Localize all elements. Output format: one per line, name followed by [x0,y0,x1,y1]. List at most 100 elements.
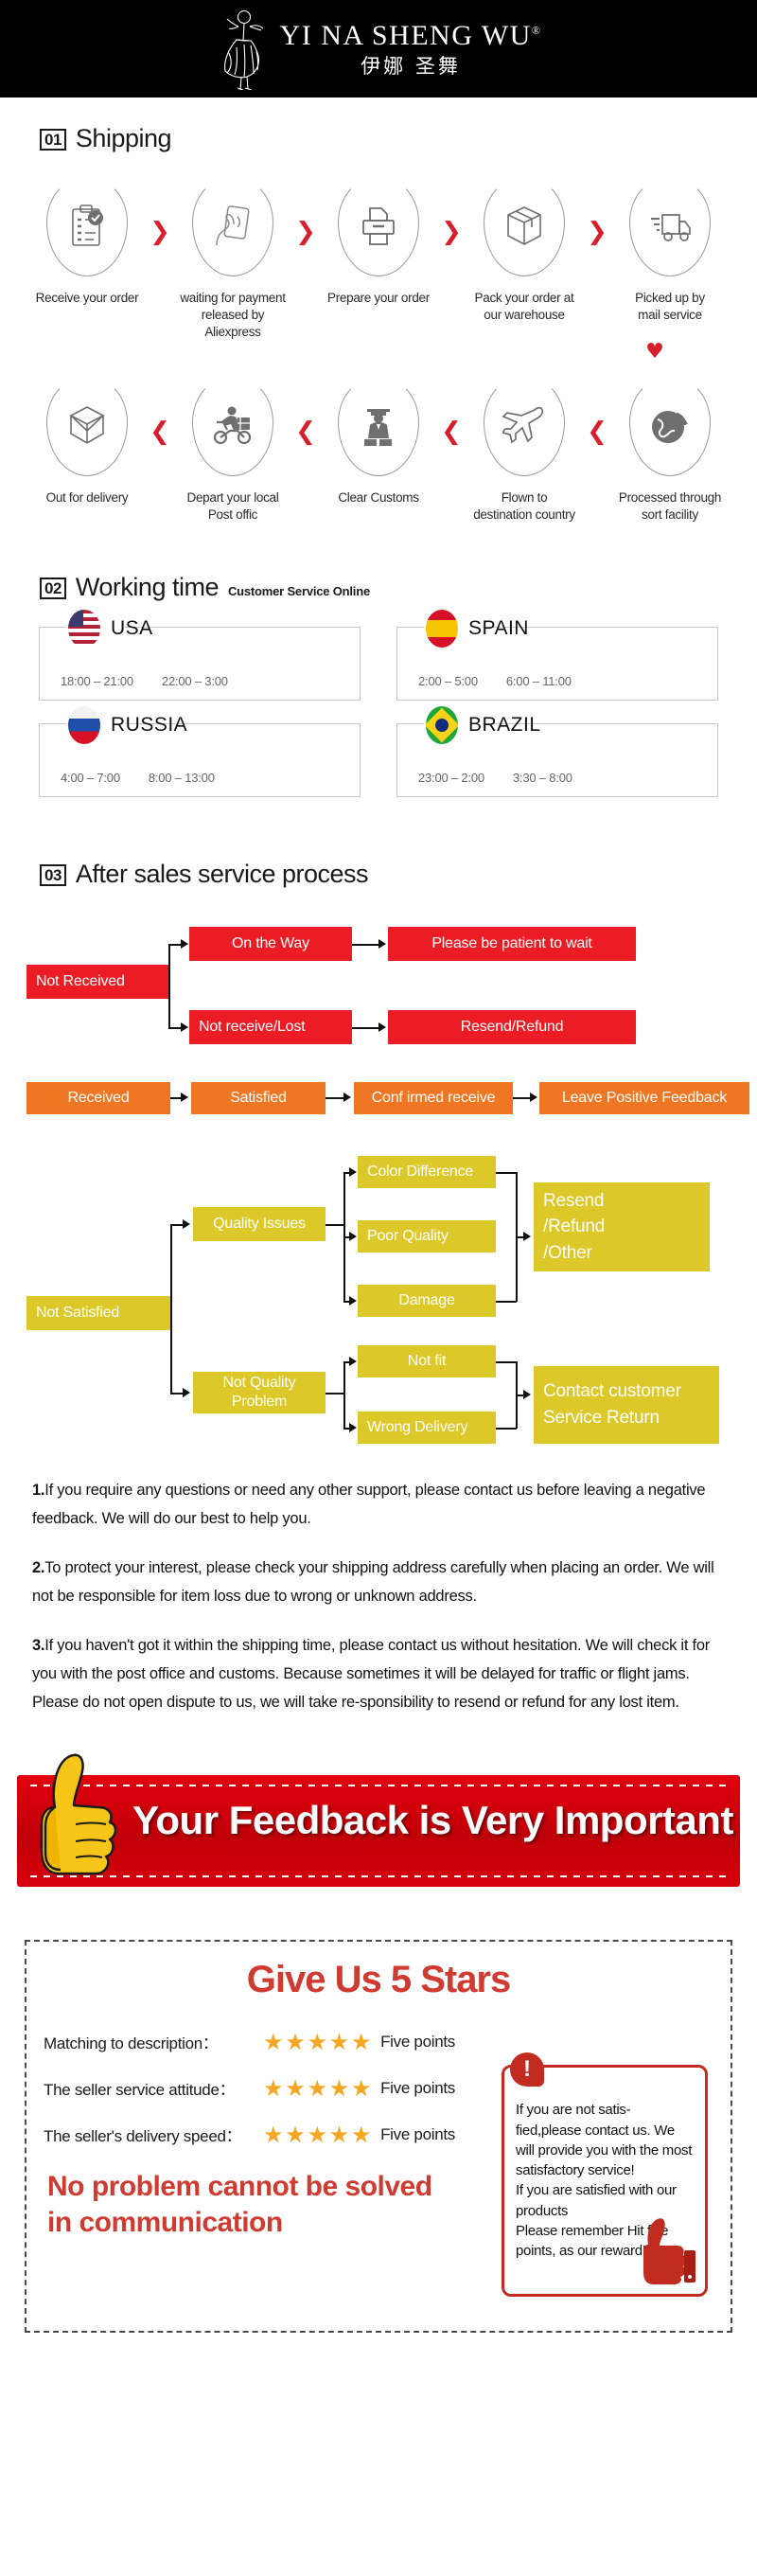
flow-box-received: Received [26,1082,170,1115]
ship-step-clear-customs: Clear Customs [318,375,439,506]
rating-label: The seller service attitude： [44,2081,236,2100]
ship-arrow-down-icon: ♥ [645,339,664,364]
note-number: 3. [32,1637,45,1655]
country-name: USA [111,617,153,640]
star-rating-icons: ★★★★★ [263,2123,371,2146]
stars-box-title: Give Us 5 Stars [246,1959,512,2001]
note-item-1: 1.If you require any questions or need a… [32,1476,725,1533]
working-time-slot-2: 6:00 – 11:00 [505,674,572,689]
working-time-grid: USA 18:00 – 21:00 22:00 – 3:00 SPAIN 2:0… [0,610,757,798]
flow-box-color-difference: Color Difference [358,1156,496,1189]
flow-box-quality-issues: Quality Issues [193,1207,326,1242]
working-time-slot-2: 3:30 – 8:00 [512,771,572,786]
note-text: If you require any questions or need any… [32,1482,706,1528]
flow-box-confirmed-receive: Conf irmed receive [354,1082,513,1115]
ship-step-circle [192,176,273,276]
open-box-icon [69,405,105,444]
ship-step-label: waiting for payment released by Aliexpre… [180,291,286,340]
brand-name-cn: 伊娜 圣舞 [361,54,461,78]
ship-step-label: Flown to destination country [473,489,575,522]
ship-arrow-right-icon: ❯ [295,218,316,246]
ship-arrow-right-icon: ❯ [150,218,170,246]
hand-card-icon [216,205,250,246]
working-time-card-brazil: BRAZIL 23:00 – 2:00 3:30 – 8:00 [396,706,718,798]
site-header: YI NA SHENG WU® 伊娜 圣舞 [0,0,757,98]
working-time-slot-1: 4:00 – 7:00 [61,771,120,786]
flow-box-not-fit: Not fit [358,1345,496,1378]
shipping-row-2: Out for delivery ❮ Depart your local Pos… [0,375,757,524]
ship-step-circle [46,176,128,276]
star-rating-icons: ★★★★★ [263,2031,371,2053]
star-icon: ★ [285,2121,306,2148]
rating-label: Matching to description： [44,2034,219,2053]
rating-row-service-attitude: The seller service attitude： ★★★★★ Five … [44,2076,731,2100]
ship-step-circle [629,176,711,276]
flow-box-damage: Damage [358,1285,496,1318]
flow-box-not-receive-lost: Not receive/Lost [189,1010,352,1045]
section-01-number: 01 [40,129,66,151]
exclamation-mark: ! [523,2056,531,2083]
section-01-heading: 01 Shipping [0,124,757,153]
star-icon: ★ [350,2121,372,2148]
country-name: RUSSIA [111,714,188,737]
section-01-title: Shipping [75,124,172,152]
flow-box-satisfied: Satisfied [191,1082,326,1115]
ship-arrow-left-icon: ❮ [441,417,462,446]
working-time-slot-2: 22:00 – 3:00 [161,674,228,689]
flow-box-resend-refund-other: Resend /Refund /Other [534,1182,710,1272]
note-number: 2. [32,1559,45,1577]
rating-points: Five points [380,2078,455,2097]
airplane-icon [502,406,544,444]
working-time-slot-1: 18:00 – 21:00 [61,674,133,689]
working-time-slot-1: 2:00 – 5:00 [418,674,478,689]
note-number: 1. [32,1482,45,1500]
ship-arrow-left-icon: ❮ [587,417,607,446]
star-icon: ★ [328,2121,350,2148]
ship-arrow-left-icon: ❮ [150,417,170,446]
box-icon [507,206,541,245]
flow-box-leave-feedback: Leave Positive Feedback [539,1082,749,1115]
note-text: If you haven't got it within the shippin… [32,1637,710,1712]
star-icon: ★ [350,2028,372,2055]
notes-list: 1.If you require any questions or need a… [0,1476,757,1716]
ship-step-pack-order: Pack your order at our warehouse [464,176,585,324]
star-icon: ★ [285,2074,306,2102]
ship-step-label: Prepare your order [327,291,430,305]
working-time-slot-1: 23:00 – 2:00 [418,771,484,786]
stars-box-slogan: No problem cannot be solved in communica… [47,2171,432,2238]
working-time-card-russia: RUSSIA 4:00 – 7:00 8:00 – 13:00 [39,706,361,798]
flow-box-resend-refund: Resend/Refund [388,1010,636,1045]
printer-icon [362,207,395,245]
flow-box-not-received: Not Received [26,965,168,1000]
ship-step-circle [484,375,565,476]
star-icon: ★ [307,2028,327,2055]
rating-label: The seller's delivery speed： [44,2127,242,2146]
ship-step-circle [46,375,128,476]
give-us-5-stars-box: Give Us 5 Stars Matching to description：… [25,1940,732,2334]
ship-step-out-for-delivery: Out for delivery [26,375,148,506]
thumbs-up-yellow-icon [30,1749,125,1910]
ship-step-label: Picked up by mail service [635,291,705,323]
country-name: SPAIN [468,617,529,640]
working-time-slot-2: 8:00 – 13:00 [148,771,215,786]
flow-box-wrong-delivery: Wrong Delivery [358,1412,496,1445]
working-time-card-usa: USA 18:00 – 21:00 22:00 – 3:00 [39,610,361,702]
section-03-number: 03 [40,864,66,887]
ship-step-circle [484,176,565,276]
star-icon: ★ [263,2028,284,2055]
section-02-title: Working time [75,573,220,602]
working-time-card-spain: SPAIN 2:00 – 5:00 6:00 – 11:00 [396,610,718,702]
star-icon: ★ [307,2074,327,2102]
star-icon: ★ [263,2121,284,2148]
note-item-3: 3.If you haven't got it within the shipp… [32,1631,725,1716]
ship-arrow-right-icon: ❯ [587,218,607,246]
flow-box-not-satisfied: Not Satisfied [26,1296,170,1331]
section-02-number: 02 [40,577,66,600]
note-text: To protect your interest, please check y… [32,1559,714,1606]
star-rating-icons: ★★★★★ [263,2077,371,2100]
star-icon: ★ [328,2028,350,2055]
feedback-banner-bar [17,1775,740,1888]
clipboard-check-icon [72,204,103,246]
rating-points: Five points [380,2032,455,2051]
page-root: YI NA SHENG WU® 伊娜 圣舞 01 Shipping Re [0,0,757,2334]
